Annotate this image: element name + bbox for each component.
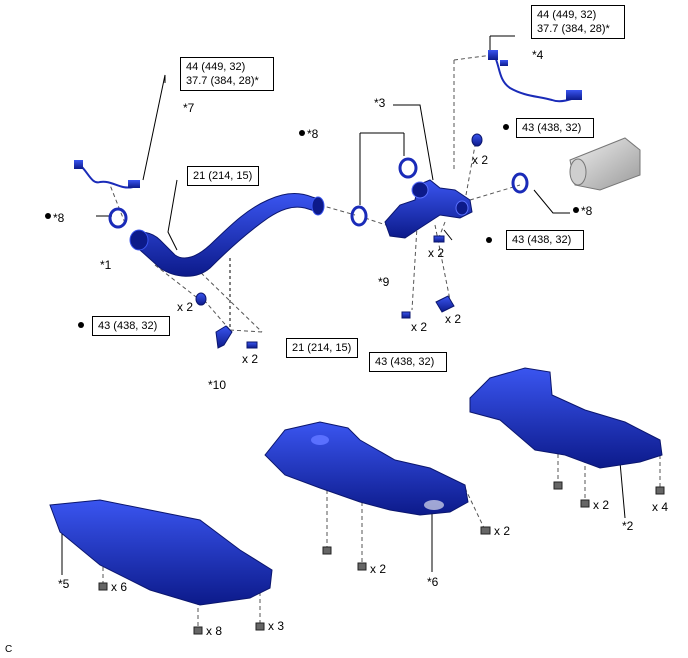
callout-bracket: *10 xyxy=(208,378,227,392)
callout-gasket-right: *8 xyxy=(581,204,593,218)
small-parts xyxy=(195,133,483,349)
right-oxygen-sensor xyxy=(488,50,582,103)
torque-43-right-top-value: 43 (438, 32) xyxy=(522,122,582,134)
engine-undercover-center xyxy=(264,421,469,516)
engine-undercover-right xyxy=(469,367,663,469)
callout-spring: *9 xyxy=(378,275,390,289)
torque-left-line2: 37.7 (384, 28)* xyxy=(186,75,259,87)
torque-21-upper-value: 21 (214, 15) xyxy=(193,170,253,182)
callout-gasket-left: *8 xyxy=(53,211,65,225)
callout-undercover-right: *2 xyxy=(622,519,634,533)
torque-box-43-left: 43 (438, 32) xyxy=(92,316,170,336)
bullet-dot xyxy=(486,237,492,243)
torque-21-lower-value: 21 (214, 15) xyxy=(292,342,352,354)
gaskets xyxy=(108,157,529,229)
quantity-label: x 8 xyxy=(206,624,223,638)
callout-undercover-center: *6 xyxy=(427,575,439,589)
torque-box-right-sensor: 44 (449, 32) 37.7 (384, 28)* xyxy=(531,5,625,39)
callout-undercover-left: *5 xyxy=(58,577,70,591)
torque-box-21-lower: 21 (214, 15) xyxy=(286,338,358,358)
quantity-label: x 2 xyxy=(411,320,428,334)
bullet-dot xyxy=(573,207,579,213)
cover-bolts xyxy=(98,481,665,635)
torque-left-line1: 44 (449, 32) xyxy=(186,61,246,73)
torque-box-43-bottom: 43 (438, 32) xyxy=(369,352,447,372)
left-oxygen-sensor xyxy=(74,160,140,189)
bullet-dot xyxy=(78,322,84,328)
callout-manifold: *3 xyxy=(374,96,386,110)
torque-right-line2: 37.7 (384, 28)* xyxy=(537,23,610,35)
callout-right-sensor: *4 xyxy=(532,48,544,62)
torque-43-left-value: 43 (438, 32) xyxy=(98,320,158,332)
quantity-label: x 2 xyxy=(445,312,462,326)
front-exhaust-pipe xyxy=(129,193,325,277)
torque-box-left-sensor: 44 (449, 32) 37.7 (384, 28)* xyxy=(180,57,274,91)
quantity-label: x 3 xyxy=(268,619,285,633)
bullet-dot xyxy=(299,130,305,136)
quantity-label: x 2 xyxy=(593,498,610,512)
callout-gasket-middle: *8 xyxy=(307,127,319,141)
quantity-label: x 2 xyxy=(428,246,445,260)
bullet-dot xyxy=(503,124,509,130)
illustration-code: C xyxy=(5,644,13,655)
quantity-label: x 2 xyxy=(242,352,259,366)
quantity-label: x 4 xyxy=(652,500,669,514)
torque-box-21-upper: 21 (214, 15) xyxy=(187,166,259,186)
callout-front-pipe: *1 xyxy=(100,258,112,272)
callout-left-sensor: *7 xyxy=(183,101,195,115)
torque-right-line1: 44 (449, 32) xyxy=(537,9,597,21)
quantity-label: x 2 xyxy=(494,524,511,538)
engine-undercover-left xyxy=(49,499,273,606)
quantity-label: x 2 xyxy=(177,300,194,314)
quantity-label: x 2 xyxy=(472,153,489,167)
bullet-dot xyxy=(45,213,51,219)
torque-box-43-right-top: 43 (438, 32) xyxy=(516,118,594,138)
catalytic-converter xyxy=(569,137,641,191)
quantity-label: x 6 xyxy=(111,580,128,594)
leader-lines xyxy=(61,35,626,575)
torque-box-43-right-mid: 43 (438, 32) xyxy=(506,230,584,250)
exhaust-manifold xyxy=(384,179,473,239)
quantity-label: x 2 xyxy=(370,562,387,576)
torque-43-bottom-value: 43 (438, 32) xyxy=(375,356,435,368)
torque-43-right-mid-value: 43 (438, 32) xyxy=(512,234,572,246)
